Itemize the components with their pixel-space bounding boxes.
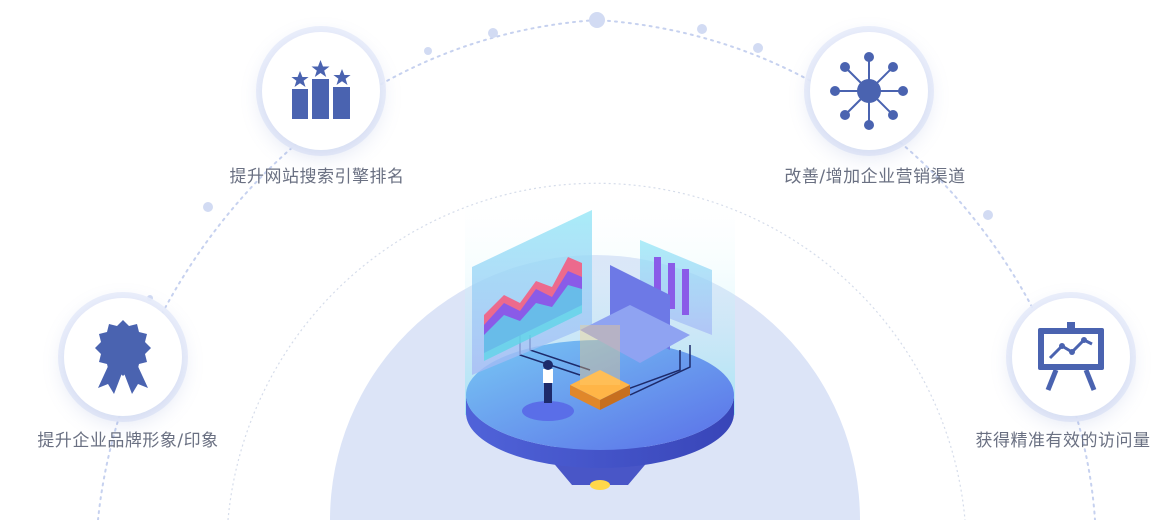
platform-glow: [590, 480, 610, 490]
ranking-bars-stars-icon: [291, 60, 351, 119]
network-hub-icon: [830, 52, 908, 130]
presentation-chart-icon: [1038, 322, 1104, 391]
feature-icon-circle: [262, 32, 380, 150]
orbit-dot: [424, 47, 432, 55]
central-isometric-illustration: [465, 185, 735, 490]
feature-icon-circle: [64, 298, 182, 416]
orbit-dot: [983, 210, 993, 220]
orbit-dot: [488, 28, 498, 38]
feature-icon-circle: [1012, 298, 1130, 416]
feature-label: 提升网站搜索引擎排名: [229, 167, 405, 187]
orbit-dot: [147, 295, 153, 301]
laptop: [580, 265, 690, 363]
feature-icon-circle: [810, 32, 928, 150]
area-chart-screen: [472, 210, 592, 375]
orbit-dot: [589, 12, 605, 28]
orbit-dot: [753, 43, 763, 53]
award-ribbon-icon: [95, 320, 151, 394]
orbit-dot: [697, 24, 707, 34]
feature-label: 获得精准有效的访问量: [975, 431, 1151, 451]
person-figure: [522, 360, 574, 421]
orbit-dot: [203, 202, 213, 212]
platform-side: [466, 395, 734, 468]
feature-label: 改善/增加企业营销渠道: [784, 167, 966, 187]
feature-label: 提升企业品牌形象/印象: [37, 431, 219, 451]
processor-chip: [570, 325, 630, 410]
